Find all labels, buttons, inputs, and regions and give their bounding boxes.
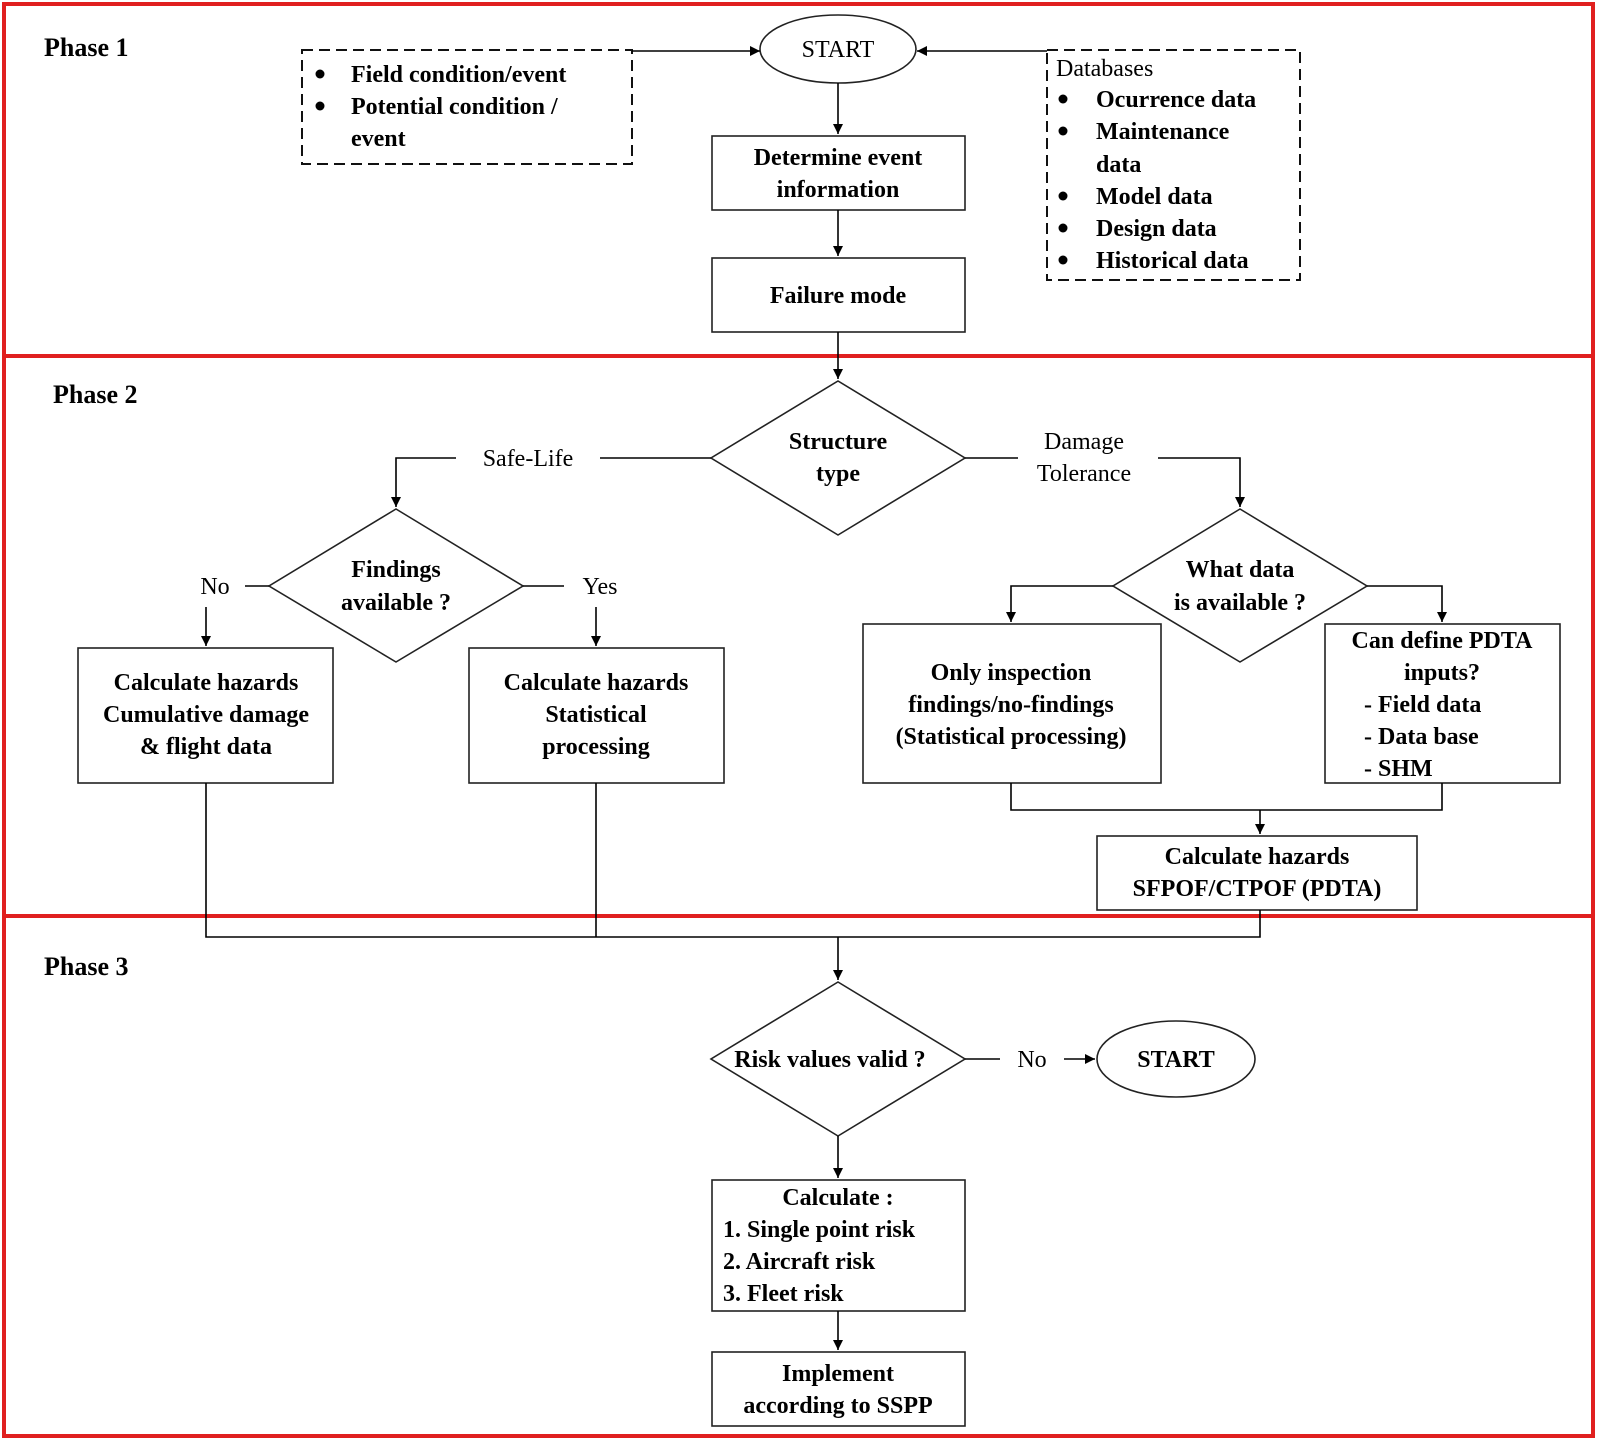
pdta-to-merge-line xyxy=(838,910,1261,938)
calc-statistical-box xyxy=(468,647,725,784)
calc-pdta-text: Calculate hazards xyxy=(1165,844,1350,870)
database-item: Ocurrence data xyxy=(1096,87,1256,113)
pdta-inputs-text: - Data base xyxy=(1364,724,1479,750)
databases-box xyxy=(1046,49,1301,281)
databases-title: Databases xyxy=(1056,56,1153,82)
only-inspection-text: Only inspection xyxy=(931,660,1092,686)
what-data-decision xyxy=(1111,508,1369,663)
calculate-risk-text: 1. Single point risk xyxy=(723,1217,916,1243)
cumulative-to-merge-line xyxy=(205,783,838,938)
what-data-right-arrow xyxy=(1367,585,1447,622)
findings-yes-label: Yes xyxy=(583,574,618,600)
calculate-risk-text: 2. Aircraft risk xyxy=(723,1249,876,1275)
safe-life-label: Safe-Life xyxy=(483,446,574,472)
calc-statistical-text: processing xyxy=(542,734,650,760)
only-inspection-box xyxy=(862,623,1162,784)
calc-cumulative-text: Cumulative damage xyxy=(103,702,309,728)
determine-event-text: Determine event xyxy=(754,145,923,171)
findings-available-text: available ? xyxy=(341,590,451,616)
bullet-icon xyxy=(1058,255,1068,265)
damage-tolerance-arrow xyxy=(1158,457,1245,507)
pdta-inputs-text: Can define PDTA xyxy=(1352,628,1534,654)
input-potential-condition: Potential condition / xyxy=(351,94,558,120)
damage-tolerance-label: Damage xyxy=(1044,429,1124,455)
structure-type-decision xyxy=(709,380,967,536)
structure-type-text: Structure xyxy=(789,429,888,455)
safe-life-arrow xyxy=(391,457,456,507)
calc-cumulative-text: Calculate hazards xyxy=(114,670,299,696)
start-label: START xyxy=(802,37,875,63)
phase-2-label: Phase 2 xyxy=(53,380,138,409)
database-item: Design data xyxy=(1096,216,1217,242)
implement-text: Implement xyxy=(782,1361,894,1387)
what-data-left-arrow xyxy=(1006,585,1113,622)
calc-cumulative-text: & flight data xyxy=(140,734,272,760)
findings-available-decision xyxy=(267,508,525,663)
input-event: event xyxy=(351,126,406,152)
structure-type-text: type xyxy=(816,461,860,487)
risk-no-label: No xyxy=(1017,1047,1046,1073)
damage-tolerance-label: Tolerance xyxy=(1037,461,1131,487)
calculate-risk-text: 3. Fleet risk xyxy=(723,1281,844,1307)
calc-pdta-text: SFPOF/CTPOF (PDTA) xyxy=(1133,876,1382,902)
what-data-text: is available ? xyxy=(1174,590,1306,616)
calc-pdta-box xyxy=(1096,835,1418,911)
risk-valid-text: Risk values valid ? xyxy=(734,1047,925,1073)
determine-event-box xyxy=(711,135,966,211)
failure-mode-text: Failure mode xyxy=(770,283,907,309)
bullet-icon xyxy=(1058,191,1068,201)
bullet-icon xyxy=(1058,223,1068,233)
implement-text: according to SSPP xyxy=(743,1393,932,1419)
only-inspection-text: (Statistical processing) xyxy=(896,724,1127,750)
restart-label: START xyxy=(1137,1047,1214,1073)
phase-3-frame xyxy=(2,914,1595,1438)
calc-statistical-text: Calculate hazards xyxy=(504,670,689,696)
bullet-icon xyxy=(1058,94,1068,104)
what-data-text: What data xyxy=(1186,557,1295,583)
phase-1-label: Phase 1 xyxy=(44,33,129,62)
phase-3-label: Phase 3 xyxy=(44,952,129,981)
bullet-icon xyxy=(1058,126,1068,136)
pdta-inputs-text: - SHM xyxy=(1364,756,1433,782)
calc-cumulative-box xyxy=(77,647,334,784)
database-item: data xyxy=(1096,152,1141,178)
only-inspection-text: findings/no-findings xyxy=(908,692,1113,718)
database-item: Maintenance xyxy=(1096,119,1230,145)
event-inputs-box xyxy=(301,49,633,165)
inspection-merge-line xyxy=(1010,783,1443,811)
determine-event-text: information xyxy=(777,177,900,203)
calculate-risk-text: Calculate : xyxy=(782,1185,893,1211)
pdta-inputs-box xyxy=(1324,623,1561,784)
pdta-inputs-text: inputs? xyxy=(1404,660,1480,686)
bullet-icon xyxy=(315,101,325,111)
calc-statistical-text: Statistical xyxy=(545,702,647,728)
failure-mode-box xyxy=(711,257,966,333)
database-item: Historical data xyxy=(1096,248,1249,274)
database-item: Model data xyxy=(1096,184,1213,210)
findings-no-label: No xyxy=(200,574,229,600)
restart-node xyxy=(1096,1020,1256,1098)
input-field-condition: Field condition/event xyxy=(351,62,566,88)
implement-box xyxy=(711,1351,966,1427)
bullet-icon xyxy=(315,69,325,79)
pdta-inputs-text: - Field data xyxy=(1364,692,1481,718)
findings-available-text: Findings xyxy=(351,557,440,583)
